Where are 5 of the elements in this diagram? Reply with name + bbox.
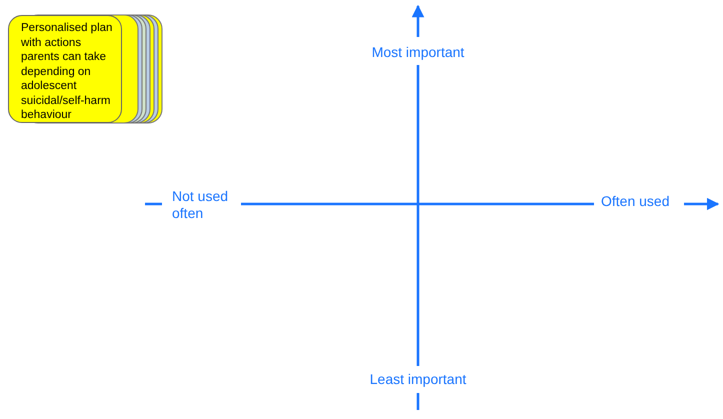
axis-label: Not used often — [172, 188, 230, 222]
axis-label: Least important — [370, 371, 466, 388]
axis-label: Often used — [601, 193, 670, 210]
axis-label: Most important — [372, 44, 464, 61]
plan-card: Personalised plan with actions parents can take depending on adolescent suicidal/self-harm behaviour — [8, 15, 122, 123]
